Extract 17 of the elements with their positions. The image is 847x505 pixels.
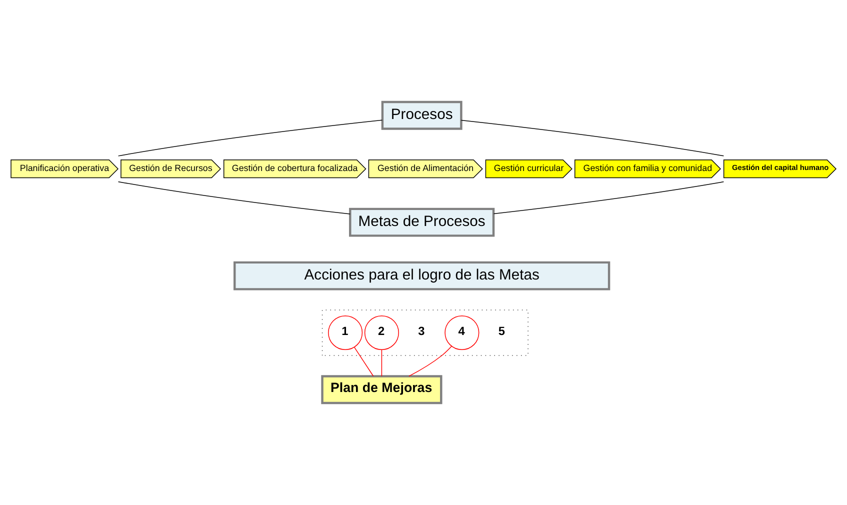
connector xyxy=(493,181,724,214)
connector xyxy=(408,346,452,377)
node-box: Procesos xyxy=(381,100,462,130)
node-circle: 2 xyxy=(364,315,399,350)
node-text: 5 xyxy=(498,324,505,338)
node-circle: 4 xyxy=(444,315,480,350)
connector xyxy=(118,181,350,214)
cluster xyxy=(322,310,528,356)
node-box: Acciones para el logro de las Metas xyxy=(234,261,610,290)
connector xyxy=(118,120,383,156)
node-circle: 1 xyxy=(328,315,363,350)
connector xyxy=(460,120,724,156)
node-box: Plan de Mejoras xyxy=(321,375,442,404)
node-text: 3 xyxy=(418,324,425,338)
connector xyxy=(354,346,374,376)
connector xyxy=(381,349,382,377)
node-box: Metas de Procesos xyxy=(349,208,495,237)
